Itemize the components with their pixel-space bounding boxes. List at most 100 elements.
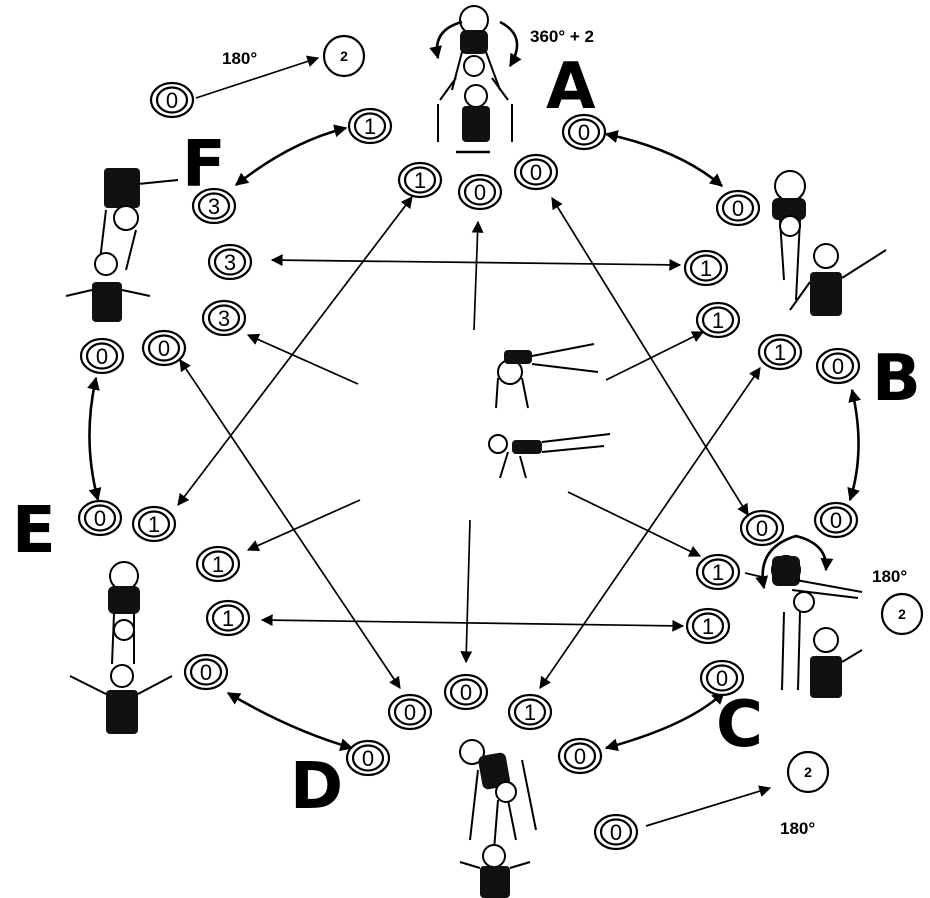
- value-node-label: 1: [212, 552, 224, 577]
- value-node-inner-ring: [211, 604, 245, 632]
- value-node-ring: [880, 592, 924, 636]
- value-node-n-tl-0: 0: [149, 81, 195, 119]
- annotation-right-180: 180°: [872, 567, 907, 586]
- value-node-label: 2: [804, 764, 812, 780]
- value-node-label: 0: [200, 660, 212, 685]
- value-node-label: 0: [732, 196, 744, 221]
- value-node-n-f-3a: 3: [191, 187, 237, 225]
- position-label-d: D: [290, 750, 343, 824]
- arrow-e0-d0: [179, 359, 401, 689]
- value-node-label: 0: [578, 120, 590, 145]
- value-node-n-a-0: 0: [457, 173, 503, 211]
- value-node-ring: [322, 34, 366, 78]
- curved-arrows: [87, 124, 861, 752]
- value-node-label: 0: [716, 666, 728, 691]
- value-node-n-c-0a: 0: [739, 509, 785, 547]
- value-node-label: 0: [362, 746, 374, 771]
- value-node-inner-ring: [137, 510, 171, 538]
- rotation-annotations: 180° 360° + 2 180° 180°: [222, 27, 907, 838]
- value-node-ring: [786, 750, 830, 794]
- figure-position-b: [772, 170, 887, 316]
- value-node-n-c-2: 2: [880, 592, 924, 636]
- arc-b0-c0: [847, 388, 861, 502]
- value-node-label: 0: [166, 88, 178, 113]
- arrow-e1-c1: [260, 614, 685, 632]
- value-node-label: 3: [218, 306, 230, 331]
- value-node-inner-ring: [563, 742, 597, 770]
- position-label-b: B: [872, 342, 921, 416]
- value-node-label: 0: [830, 508, 842, 533]
- value-node-label: 1: [148, 512, 160, 537]
- figure-center: [488, 343, 611, 479]
- value-node-inner-ring: [449, 678, 483, 706]
- value-node-label: 1: [222, 606, 234, 631]
- annotation-top-spin: 360° + 2: [530, 27, 594, 46]
- value-node-inner-ring: [393, 698, 427, 726]
- value-node-label: 0: [158, 336, 170, 361]
- value-node-n-c-0r: 0: [813, 501, 859, 539]
- value-node-label: 0: [610, 820, 622, 845]
- transition-arrows: [177, 55, 772, 827]
- value-node-label: 2: [340, 48, 348, 64]
- arrow-center-c1: [567, 491, 702, 557]
- arrow-center-f3: [246, 333, 359, 385]
- value-node-inner-ring: [599, 818, 633, 846]
- value-node-label: 1: [414, 168, 426, 193]
- arc-c0-cbottom0: [604, 691, 725, 752]
- value-node-n-e-1b: 1: [195, 545, 241, 583]
- value-node-inner-ring: [763, 338, 797, 366]
- value-node-label: 1: [524, 700, 536, 725]
- value-node-inner-ring: [721, 194, 755, 222]
- figure-position-a: [429, 5, 522, 154]
- value-node-n-d-0l: 0: [183, 653, 229, 691]
- value-node-n-b-0top: 0: [715, 189, 761, 227]
- arrow-br-0-to-2: [645, 785, 772, 827]
- annotation-bottom-right-180: 180°: [780, 819, 815, 838]
- value-node-inner-ring: [463, 178, 497, 206]
- value-node-n-d-1: 1: [205, 599, 251, 637]
- value-node-inner-ring: [567, 118, 601, 146]
- value-node-n-bot-0a: 0: [387, 693, 433, 731]
- value-node-inner-ring: [83, 504, 117, 532]
- value-node-n-b-1a: 1: [683, 249, 729, 287]
- value-node-n-b-1c: 1: [757, 333, 803, 371]
- value-node-n-b-1b: 1: [695, 301, 741, 339]
- value-node-n-c-1a: 1: [695, 553, 741, 591]
- arrow-center-bottom0: [460, 519, 473, 664]
- tick-c-1: [744, 572, 763, 578]
- value-node-inner-ring: [689, 254, 723, 282]
- value-node-label: 0: [96, 344, 108, 369]
- value-node-label: 3: [208, 194, 220, 219]
- value-node-inner-ring: [189, 658, 223, 686]
- annotation-top-left-180: 180°: [222, 49, 257, 68]
- value-node-label: 0: [404, 700, 416, 725]
- value-node-label: 0: [574, 744, 586, 769]
- value-node-n-f-3b: 3: [207, 243, 253, 281]
- value-node-n-c-1b: 1: [685, 607, 731, 645]
- arrow-center-b1: [605, 331, 705, 381]
- value-node-label: 0: [94, 506, 106, 531]
- value-node-inner-ring: [701, 306, 735, 334]
- value-node-n-d-0: 0: [345, 739, 391, 777]
- value-node-inner-ring: [201, 550, 235, 578]
- value-node-inner-ring: [701, 558, 735, 586]
- value-node-inner-ring: [351, 744, 385, 772]
- value-node-label: 0: [832, 354, 844, 379]
- arrow-a1-e1: [177, 196, 413, 506]
- value-node-n-bot-0b: 0: [443, 673, 489, 711]
- figure-position-f: [65, 168, 179, 322]
- value-node-inner-ring: [85, 342, 119, 370]
- arrow-center-e1: [246, 499, 361, 552]
- value-node-inner-ring: [513, 698, 547, 726]
- value-node-n-a-1: 1: [397, 161, 443, 199]
- figure-position-c: [755, 534, 863, 698]
- value-node-label: 2: [898, 606, 906, 622]
- value-node-n-e-0l: 0: [77, 499, 123, 537]
- arrow-b1-bottom1: [539, 367, 761, 689]
- value-node-label: 1: [774, 340, 786, 365]
- value-node-inner-ring: [147, 334, 181, 362]
- figure-position-d: [69, 561, 173, 734]
- value-node-inner-ring: [821, 352, 855, 380]
